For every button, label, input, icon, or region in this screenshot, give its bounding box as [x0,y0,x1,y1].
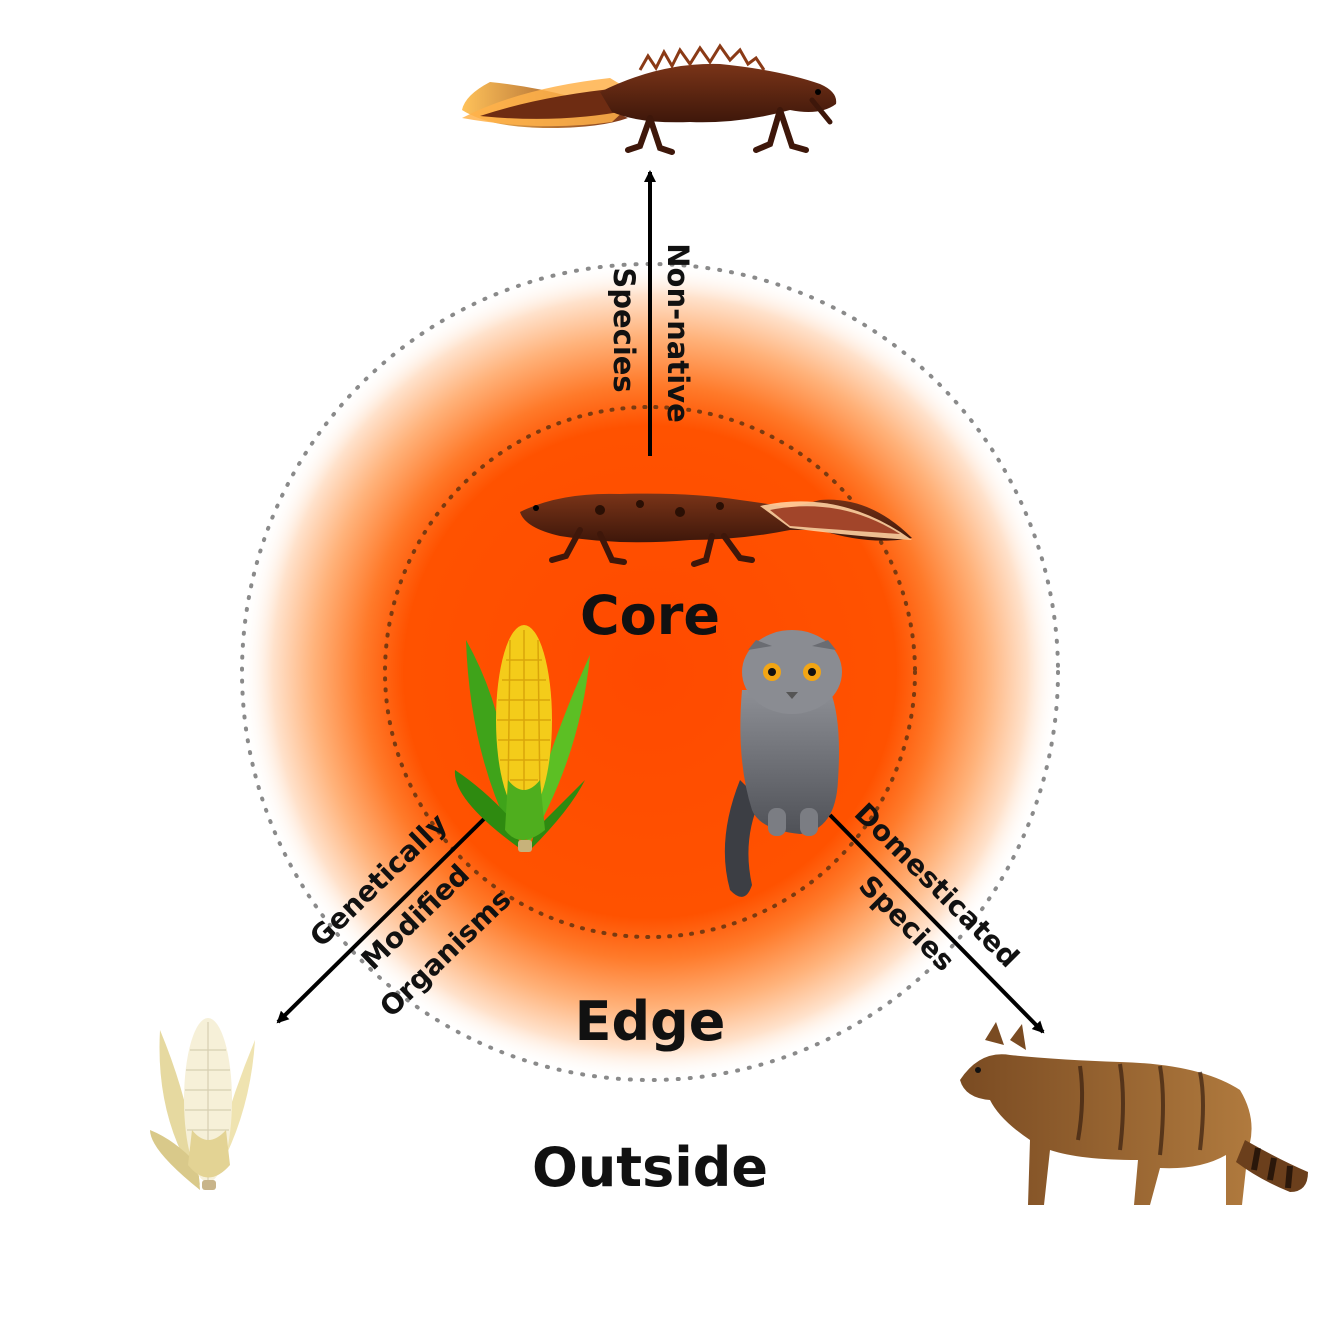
corn-core-icon [454,625,590,852]
wildcat-outside-icon [960,1022,1308,1205]
label-non-native-line2: Species [607,267,641,392]
zone-label-outside: Outside [532,1136,768,1199]
label-non-native: Non-native Species [607,243,695,422]
edge-glow [240,262,1060,1082]
arrow-domesticated [828,813,1045,1034]
arrow-gmo [276,813,490,1024]
zone-label-core: Core [580,584,720,647]
zone-label-edge: Edge [575,990,726,1053]
newt-core-icon [520,493,912,567]
core-boundary-ring [383,405,917,939]
cat-core-icon [724,630,842,897]
label-non-native-line1: Non-native [661,243,695,422]
newt-outside-icon [462,43,837,155]
corn-outside-icon [150,1018,255,1190]
